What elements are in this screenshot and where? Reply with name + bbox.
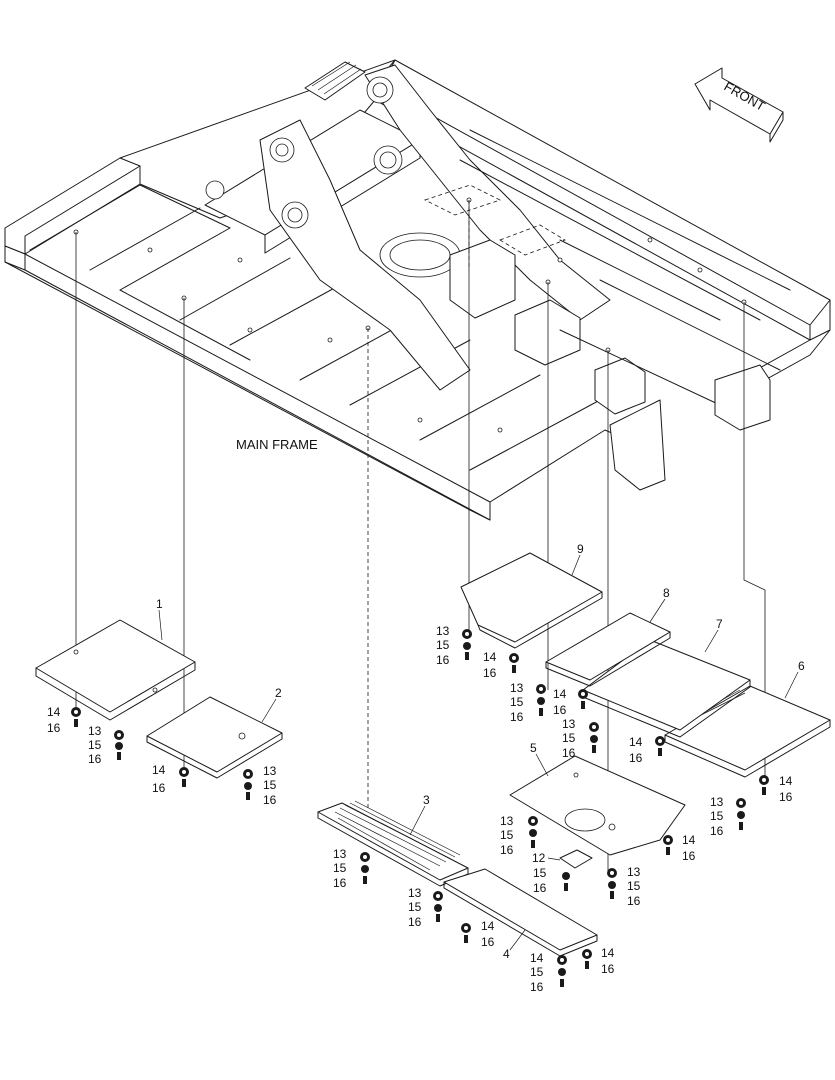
hw-14: 14 [629,735,643,749]
hw-15: 15 [627,879,641,893]
callout-12: 12 [532,851,546,865]
hw-15: 15 [263,778,277,792]
hw-15: 15 [500,828,514,842]
frame-holes [73,197,747,433]
hw-15: 15 [530,965,544,979]
hardware-callouts: 14 16 13 15 16 14 16 13 15 16 13 15 16 1… [47,624,793,994]
hw-16: 16 [47,721,61,735]
hw-16: 16 [500,843,514,857]
hw-16: 16 [530,980,544,994]
hw-13: 13 [710,795,724,809]
callout-6: 6 [798,659,805,673]
hw-16: 16 [152,781,166,795]
hw-13: 13 [408,886,422,900]
hw-14: 14 [553,687,567,701]
cover-plate-8 [545,612,671,687]
callout-1: 1 [156,597,163,611]
hw-15: 15 [710,809,724,823]
hw-15: 15 [436,638,450,652]
hw-14: 14 [779,774,793,788]
hw-16: 16 [682,849,696,863]
callout-8: 8 [663,586,670,600]
hw-16: 16 [408,915,422,929]
hw-16: 16 [483,666,497,680]
hw-16: 16 [510,710,524,724]
hw-13: 13 [627,865,641,879]
part-callouts: 1 2 3 4 5 6 7 8 9 12 [156,542,805,961]
hw-16: 16 [601,962,615,976]
hw-13: 14 [530,951,544,965]
callout-4: 4 [503,947,510,961]
hw-15: 15 [88,738,102,752]
hw-16: 16 [436,653,450,667]
hw-13: 13 [88,724,102,738]
hw-16: 16 [333,876,347,890]
callout-9: 9 [577,542,584,556]
main-frame-drawing [4,59,831,521]
cover-plate-2 [146,696,283,779]
callout-5: 5 [530,741,537,755]
hw-16: 16 [629,751,643,765]
callout-3: 3 [423,793,430,807]
hw-13: 13 [436,624,450,638]
hw-16: 16 [627,894,641,908]
hw-16: 16 [710,824,724,838]
callout-2: 2 [275,686,282,700]
hw-16: 16 [263,793,277,807]
hw-16: 16 [533,881,547,895]
hw-16: 16 [562,746,576,760]
callout-7: 7 [716,617,723,631]
front-arrow: FRONT [694,67,784,143]
cover-plate-9 [460,552,603,649]
hw-13: 13 [263,764,277,778]
cover-plate-1 [35,619,196,721]
main-frame-label: MAIN FRAME [236,437,318,452]
hw-16: 16 [481,935,495,949]
hw-15: 15 [562,731,576,745]
hw-14: 14 [601,946,615,960]
cover-plate-6 [664,685,831,778]
hw-15: 15 [510,695,524,709]
hw-16: 16 [88,752,102,766]
hw-13: 13 [510,681,524,695]
hw-14: 14 [483,650,497,664]
hw-13: 13 [562,717,576,731]
hw-13: 13 [333,847,347,861]
hw-14: 14 [152,763,166,777]
hw-16: 16 [779,790,793,804]
hw-13: 13 [500,814,514,828]
hw-15: 15 [333,861,347,875]
hw-16: 16 [553,703,567,717]
hw-14: 14 [682,833,696,847]
cover-plate-3 [317,800,469,887]
cover-plate-5 [509,755,686,869]
hw-14: 14 [47,705,61,719]
hw-15: 15 [533,866,547,880]
hw-14: 14 [481,919,495,933]
hw-15: 15 [408,900,422,914]
